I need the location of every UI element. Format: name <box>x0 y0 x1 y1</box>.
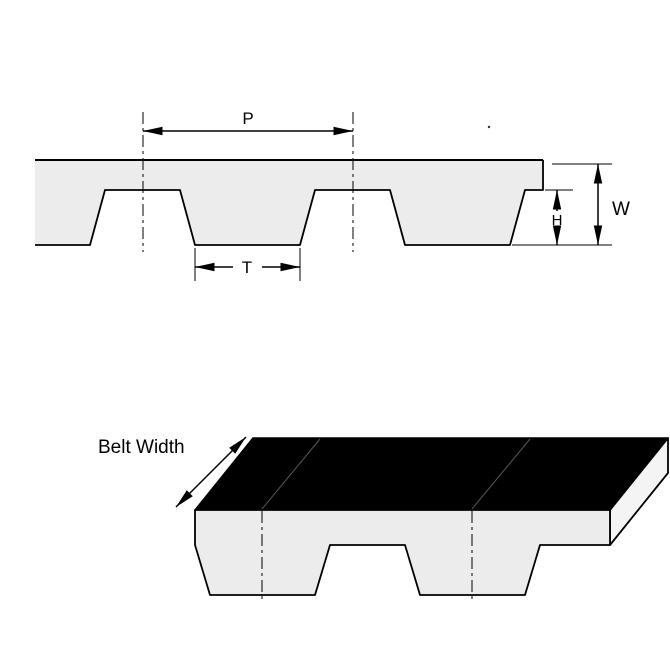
belt-thickness-label: W <box>612 199 630 220</box>
top-face-division-line-left <box>261 438 321 510</box>
belt-width-arrow <box>175 436 247 508</box>
pitch-label: P <box>242 109 253 128</box>
belt-isometric-view: Belt Width <box>98 436 669 603</box>
tooth-height-dimension: H <box>512 189 612 246</box>
pitch-dimension: P <box>143 109 353 136</box>
belt-top-face <box>194 437 669 511</box>
belt-profile-fill <box>35 160 543 245</box>
belt-front-face <box>194 509 611 596</box>
belt-width-label: Belt Width <box>98 437 185 458</box>
belt-tooth-outline <box>35 160 544 246</box>
belt-thickness-dimension: W <box>552 163 630 245</box>
top-face-division-line-right <box>471 438 531 510</box>
belt-cross-section-view: P T H W <box>35 109 630 281</box>
belt-width-annotation: Belt Width <box>98 436 247 508</box>
tooth-height-label: H <box>552 212 563 229</box>
artifact-dot <box>487 125 491 129</box>
tooth-width-label: T <box>242 258 252 277</box>
tooth-width-dimension: T <box>194 248 301 281</box>
